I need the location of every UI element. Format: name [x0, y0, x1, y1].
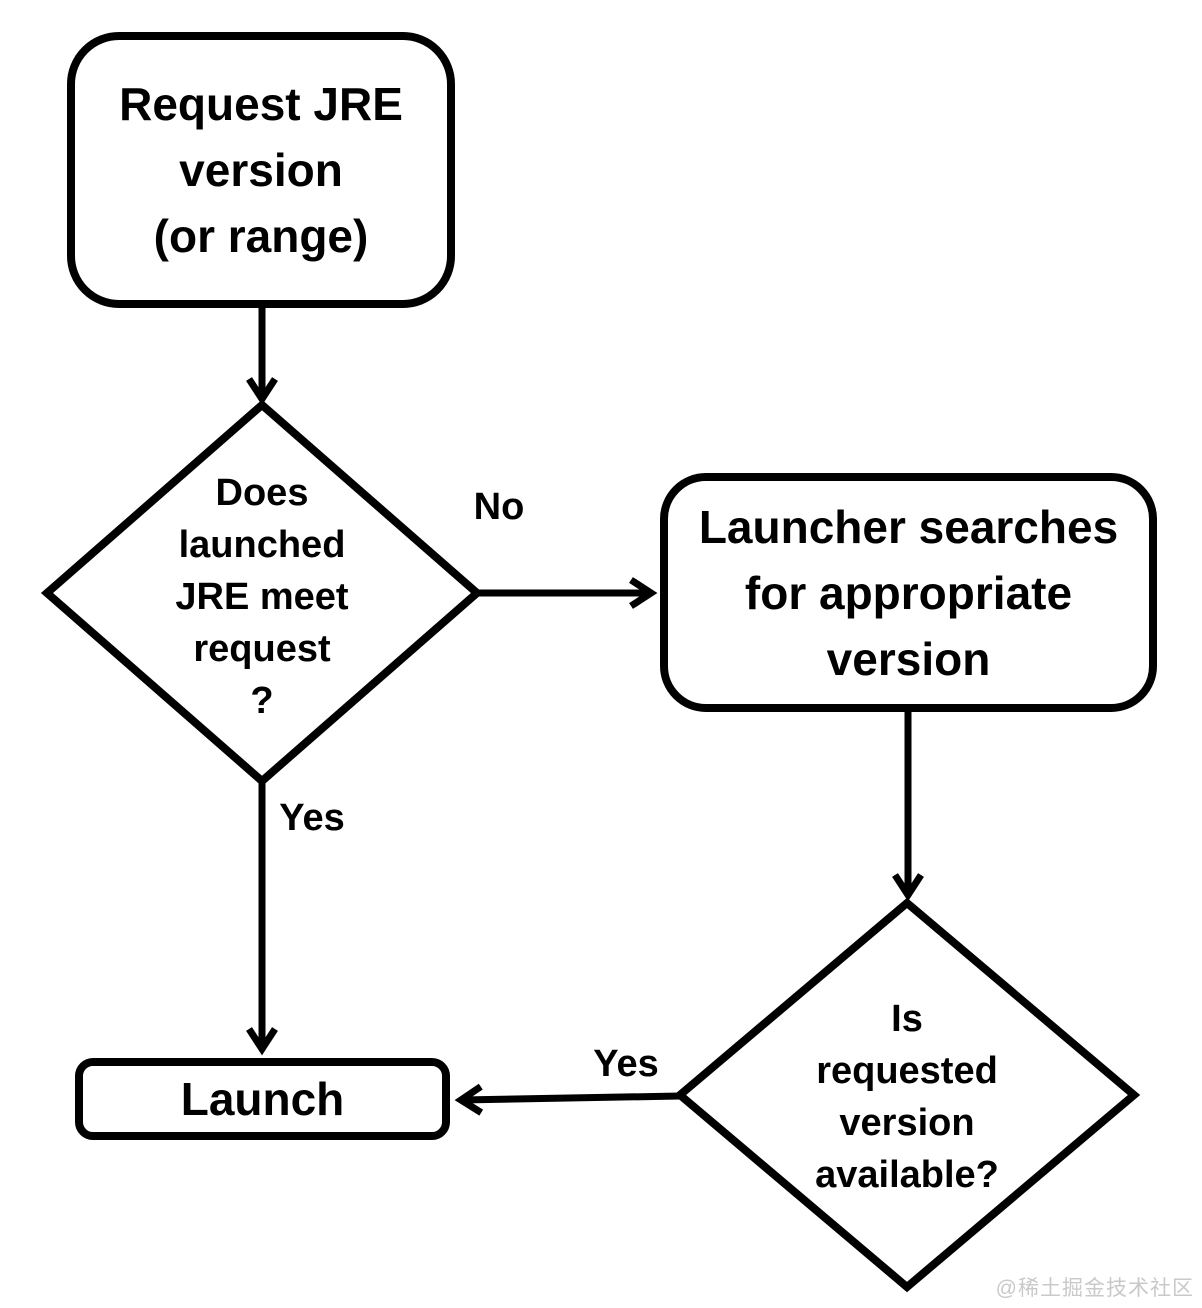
decision-version-available-label: Is requested version available?	[815, 998, 999, 1196]
decision-jre-meet-label: Does launched JRE meet request ?	[175, 472, 349, 722]
node-launch-label: Launch	[180, 1073, 345, 1125]
arrow-decision2-yes-to-launch	[454, 1083, 681, 1116]
watermark-text: @稀土掘金技术社区	[995, 1277, 1194, 1300]
node-request-jre-version: Request JRE version (or range)	[67, 32, 455, 308]
decision-version-available-diamond	[673, 897, 1141, 1293]
edge-label-yes-available: Yes	[593, 1043, 659, 1085]
node-launch: Launch	[75, 1058, 450, 1140]
node-launcher-searches-label: Launcher searches for appropriate versio…	[698, 500, 1119, 685]
node-request-jre-version-label: Request JRE version (or range)	[119, 78, 403, 262]
edge-label-yes-meet: Yes	[279, 797, 345, 839]
node-launcher-searches: Launcher searches for appropriate versio…	[660, 473, 1157, 712]
edge-label-no: No	[473, 486, 525, 528]
